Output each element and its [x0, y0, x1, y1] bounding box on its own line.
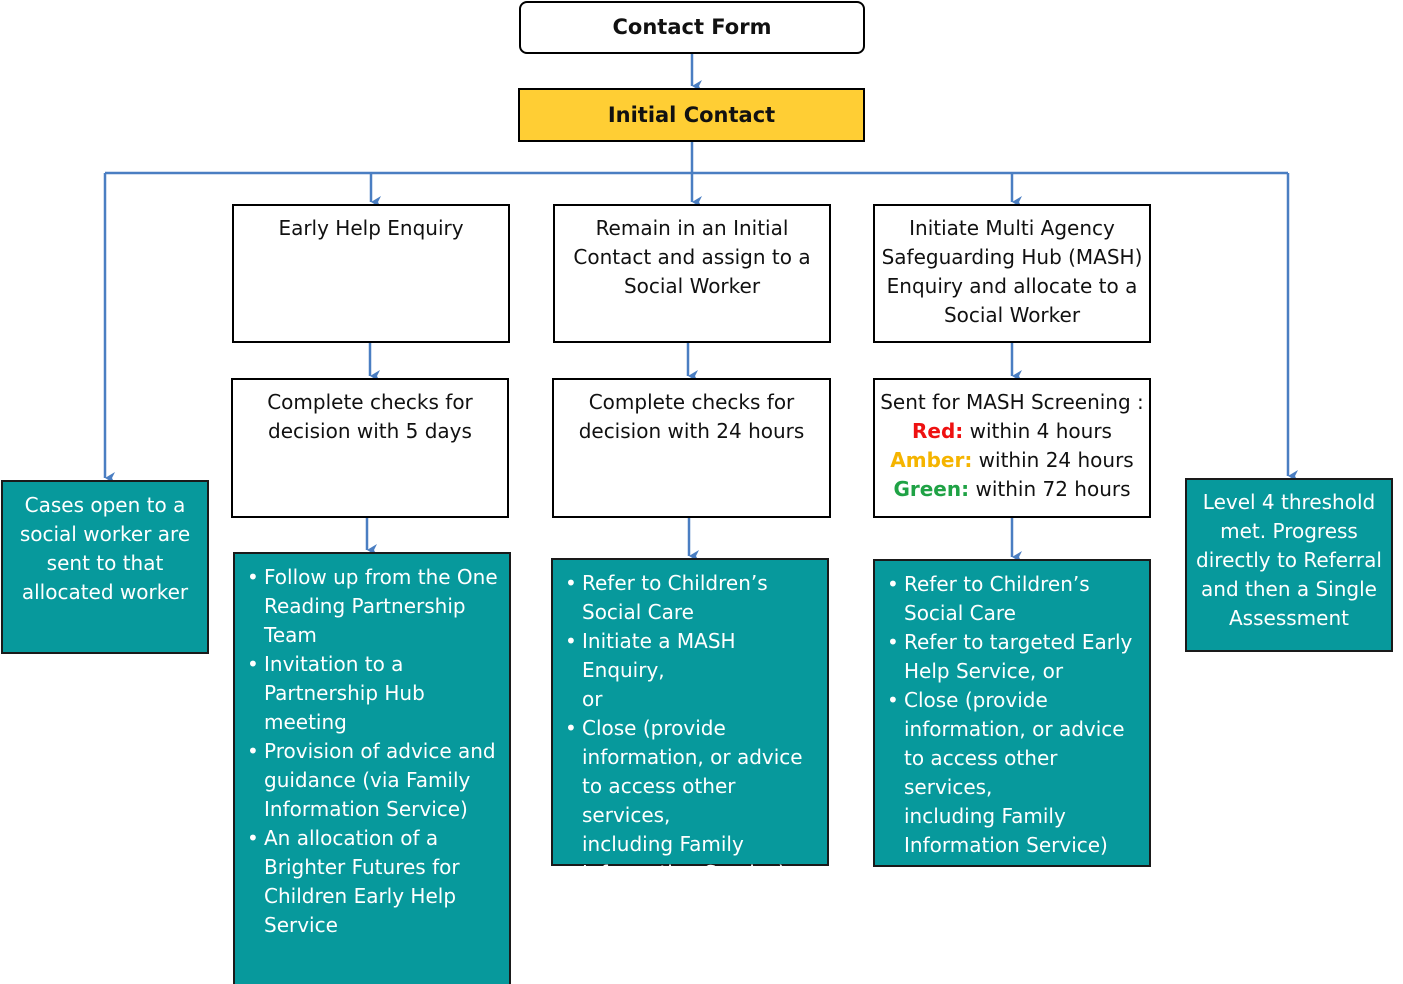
list-item: Refer to Children’s Social Care [881, 570, 1145, 628]
text-line: Information Service) [582, 861, 786, 885]
text-line: social worker are [19, 522, 191, 546]
text-line: information, or advice [904, 717, 1125, 741]
green-rating-row: Green: within 72 hours [879, 475, 1145, 504]
early-help-actions-box: Follow up from the One Reading Partnersh… [233, 552, 511, 984]
list-item: Provision of advice and guidance (via Fa… [241, 737, 505, 824]
text-line: to access other services, [582, 774, 736, 827]
text-line: Initiate Multi Agency [909, 216, 1115, 240]
text-line: Complete checks for [267, 390, 473, 414]
text-line: Enquiry and allocate to a [886, 274, 1138, 298]
contact-form-label: Contact Form [612, 15, 772, 39]
list-item: Close (provide information, or advice to… [559, 714, 823, 888]
text-line: Reading Partnership [264, 594, 466, 618]
amber-rating-row: Amber: within 24 hours [879, 446, 1145, 475]
green-text: within 72 hours [969, 477, 1131, 501]
list-item: Initiate a MASH Enquiry, or [559, 627, 823, 714]
screening-heading: Sent for MASH Screening : [880, 390, 1144, 414]
list-item: Refer to Children’s Social Care [559, 569, 823, 627]
text-line: Early Help Enquiry [278, 216, 464, 240]
text-line: Social Worker [623, 274, 761, 298]
action-list: Follow up from the One Reading Partnersh… [241, 563, 505, 940]
list-item: Close (provide information, or advice to… [881, 686, 1145, 860]
text-line: Provision of advice and [264, 739, 496, 763]
text-line: and then a Single [1201, 577, 1377, 601]
initial-contact-box: Initial Contact [518, 88, 865, 142]
contact-form-box: Contact Form [519, 1, 865, 54]
text-line: Initiate a MASH Enquiry, [582, 629, 736, 682]
text-line: Social Care [582, 600, 694, 624]
text-line: Level 4 threshold [1202, 490, 1376, 514]
text-line: including Family [904, 804, 1066, 828]
action-list: Refer to Children’s Social Care Refer to… [881, 570, 1145, 860]
text-line: meeting [264, 710, 347, 734]
text-line: Safeguarding Hub (MASH) [881, 245, 1143, 269]
text-line: Social Worker [943, 303, 1081, 327]
text-line: Help Service, or [904, 659, 1064, 683]
list-item: Invitation to a Partnership Hub meeting [241, 650, 505, 737]
text-line: information, or advice [582, 745, 803, 769]
action-list: Refer to Children’s Social Care Initiate… [559, 569, 823, 888]
social-care-actions-box: Refer to Children’s Social Care Initiate… [551, 558, 829, 885]
text-line: or [582, 687, 603, 711]
text-line: Partnership Hub [264, 681, 425, 705]
allocated-worker-box: Cases open to a social worker are sent t… [1, 480, 209, 654]
mash-enquiry-box: Initiate Multi Agency Safeguarding Hub (… [873, 204, 1151, 343]
text-line: Close (provide [582, 716, 726, 740]
early-help-enquiry-box: Early Help Enquiry [232, 204, 510, 343]
text-line: to access other services, [904, 746, 1058, 799]
green-label: Green: [893, 477, 970, 501]
text-line: allocated worker [21, 580, 189, 604]
text-line: Assessment [1229, 606, 1349, 630]
text-line: Remain in an Initial [595, 216, 789, 240]
level4-threshold-box: Level 4 threshold met. Progress directly… [1185, 478, 1393, 652]
red-label: Red: [912, 419, 964, 443]
text-line: Contact and assign to a [573, 245, 811, 269]
text-line: Team [264, 623, 317, 647]
text-line: Social Care [904, 601, 1016, 625]
text-line: Refer to targeted Early [904, 630, 1133, 654]
text-line: Complete checks for [588, 390, 795, 414]
mash-screening-box: Sent for MASH Screening : Red: within 4 … [873, 378, 1151, 518]
list-item: Follow up from the One Reading Partnersh… [241, 563, 505, 650]
text-line: Follow up from the One [264, 565, 498, 589]
amber-text: within 24 hours [972, 448, 1134, 472]
text-line: decision with 5 days [268, 419, 472, 443]
text-line: Refer to Children’s [582, 571, 768, 595]
text-line: Information Service) [904, 833, 1108, 857]
checks-24-hours-box: Complete checks for decision with 24 hou… [552, 378, 831, 518]
text-line: met. Progress [1220, 519, 1358, 543]
text-line: Close (provide [904, 688, 1048, 712]
text-line: Children Early Help [264, 884, 457, 908]
red-text: within 4 hours [963, 419, 1112, 443]
text-line: Invitation to a [264, 652, 404, 676]
text-line: sent to that [46, 551, 164, 575]
initial-contact-label: Initial Contact [607, 102, 776, 127]
text-line: decision with 24 hours [578, 419, 805, 443]
text-line: Brighter Futures for [264, 855, 460, 879]
list-item: Refer to targeted Early Help Service, or [881, 628, 1145, 686]
mash-actions-box: Refer to Children’s Social Care Refer to… [873, 559, 1151, 867]
text-line: including Family [582, 832, 744, 856]
remain-initial-contact-box: Remain in an Initial Contact and assign … [553, 204, 831, 343]
text-line: An allocation of a [264, 826, 439, 850]
text-line: Refer to Children’s [904, 572, 1090, 596]
checks-5-days-box: Complete checks for decision with 5 days [231, 378, 509, 518]
text-line: Cases open to a [24, 493, 186, 517]
list-item: An allocation of a Brighter Futures for … [241, 824, 505, 940]
text-line: Information Service) [264, 797, 468, 821]
text-line: directly to Referral [1196, 548, 1382, 572]
amber-label: Amber: [890, 448, 973, 472]
text-line: Service [264, 913, 338, 937]
text-line: guidance (via Family [264, 768, 471, 792]
red-rating-row: Red: within 4 hours [879, 417, 1145, 446]
